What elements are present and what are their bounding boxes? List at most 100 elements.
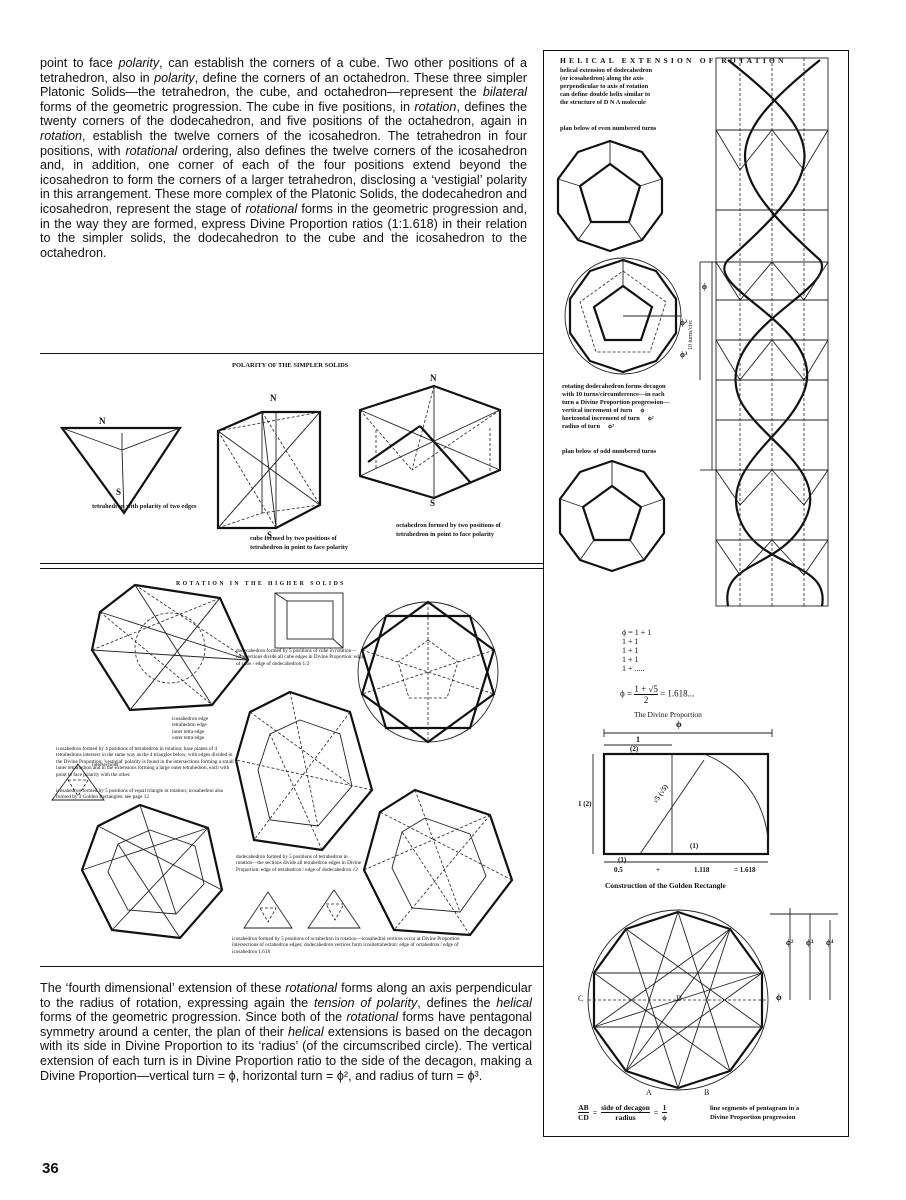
octa-n-label: N [430,373,437,383]
helix-phi-3: ϕ³ [680,350,687,359]
pent-phi2: ϕ² [786,938,793,947]
formula-eq2: = [654,1108,658,1117]
italic-term: rotational [245,202,297,216]
formula-left: ϕ = [620,689,634,699]
gr-two-top: (2) [630,745,638,753]
cube-caption-1: cube formed by two positions of [250,535,337,543]
pentagram-formula: AB CD = side of decagon radius = 1 ϕ [578,1103,667,1122]
continued-fraction-line: 1 + 1 [622,655,651,664]
icosa-tetra-note: icosahedron formed by 4 positions of tet… [56,746,234,778]
italic-term: tension of polarity [314,996,417,1010]
formula-cd: CD [578,1113,589,1122]
gr-point5: 0.5 [614,866,623,874]
rotating-desc-line: with 10 turns/circumference—in each [562,391,712,399]
plan-even-label: plan below of even numbered turns [560,125,656,133]
octa-caption-2: tetrahedron in point to face polarity [396,531,494,539]
rotating-desc-symbol: ϕ² [648,415,654,422]
gr-total: = 1.618 [734,866,756,874]
continued-fraction-line: 1 + ..... [622,664,651,673]
tetra-s-label: S [116,487,121,497]
golden-rect-caption: Construction of the Golden Rectangle [605,881,726,890]
italic-term: rotation [414,100,456,114]
italic-term: polarity [154,71,195,85]
formula-side: side of decagon [601,1103,650,1113]
intersections-label: intersections [92,762,118,768]
tetra-table-row: outer tetra edge [172,735,242,741]
cube-caption-2: tetrahedron in point to face polarity [250,544,348,552]
pentagram-caption-line: Divine Proportion progression [710,1114,799,1123]
helix-phi-1: ϕ [702,282,707,291]
dodeca-tetra-note: dodecahedron formed by 5 positions of te… [236,854,364,873]
italic-term: helical [288,1025,324,1039]
dodeca-cube-note: dodecahedron formed by 5 positions of cu… [236,648,364,667]
pent-label-d: D [676,994,682,1003]
phi-formula: ϕ = 1 + √5 2 = 1.618... [620,684,694,705]
gr-paren-one: (1) [690,842,698,850]
gr-phi: ϕ [676,719,682,729]
italic-term: bilateral [483,85,527,99]
formula-eq1: = [593,1108,597,1117]
helical-desc-line: perpendicular to axis of rotation [560,83,710,91]
gr-one-top: 1 [636,735,640,744]
rotating-desc-symbol: ϕ [640,407,644,414]
cube-n-label: N [270,393,277,403]
formula-one: 1 [662,1103,667,1113]
italic-term: helical [496,996,532,1010]
formula-right: = 1.618... [660,689,694,699]
rotation-title: ROTATION IN THE HIGHER SOLIDS [176,581,346,587]
formula-ab: AB [578,1103,589,1113]
octa-caption-1: octahedron formed by two positions of [396,522,501,530]
gr-plus: + [656,866,660,874]
page-number: 36 [42,1160,59,1177]
italic-term: rotational [346,1010,398,1024]
rotating-desc-line: turn a Divine Proportion progression— [562,399,712,407]
continued-fraction-line: ϕ = 1 + 1 [622,628,651,637]
tetra-caption: tetrahedron with polarity of two edges [92,503,196,511]
helical-desc-line: the structure of D N A molecule [560,99,710,107]
pent-phi4: ϕ⁴ [826,938,833,947]
octa-s-label: S [430,498,435,508]
gr-one-left: 1 (2) [578,800,591,808]
italic-term: rotational [125,144,177,158]
formula-numerator: 1 + √5 [634,684,658,695]
pent-label-c: C [578,994,583,1003]
plan-odd-label: plan below of odd numbered turns [562,448,656,456]
italic-term: rotation [40,129,82,143]
continued-fraction-line: 1 + 1 [622,646,651,655]
helical-desc-line: (or icosahedron) along the axis [560,75,710,83]
italic-term: polarity [119,56,160,70]
top-paragraph: point to face polarity, can establish th… [40,56,527,260]
helix-phi-2: ϕ² [680,318,687,327]
gr-one118: 1.118 [694,866,709,874]
formula-radius: radius [601,1113,650,1122]
tetra-n-label: N [99,416,106,426]
helical-desc-line: helical extension of dodecahedron [560,67,710,75]
pent-label-b: B [704,1088,709,1097]
polarity-title: POLARITY OF THE SIMPLER SOLIDS [232,362,348,369]
pent-phi3: ϕ³ [806,938,813,947]
formula-denominator: 2 [634,695,658,705]
italic-term: rotational [285,981,337,995]
helical-title: HELICAL EXTENSION OF ROTATION [560,56,787,65]
helical-desc: helical extension of dodecahedron(or ico… [560,67,710,107]
helical-desc-line: can define double helix similar to [560,91,710,99]
icosa-triangle-note: icosahedron formed by 5 positions of equ… [56,788,234,801]
helical-panel [543,50,849,1137]
pent-phi: ϕ [776,992,782,1002]
pentagram-caption-line: line segments of pentagram in a [710,1105,799,1114]
bottom-paragraph: The ‘fourth dimensional’ extension of th… [40,981,532,1083]
icosa-octa-note: icosahedron formed by 5 positions of oct… [232,936,460,955]
rotating-desc-symbol: ϕ³ [608,423,614,430]
gr-half: (1) [618,856,626,864]
turns-label: 10 turns/circ [688,320,694,350]
pent-label-a: A [646,1088,652,1097]
formula-phi: ϕ [662,1113,667,1122]
rotating-desc-line: rotating dodecahedron forms decagon [562,383,712,391]
